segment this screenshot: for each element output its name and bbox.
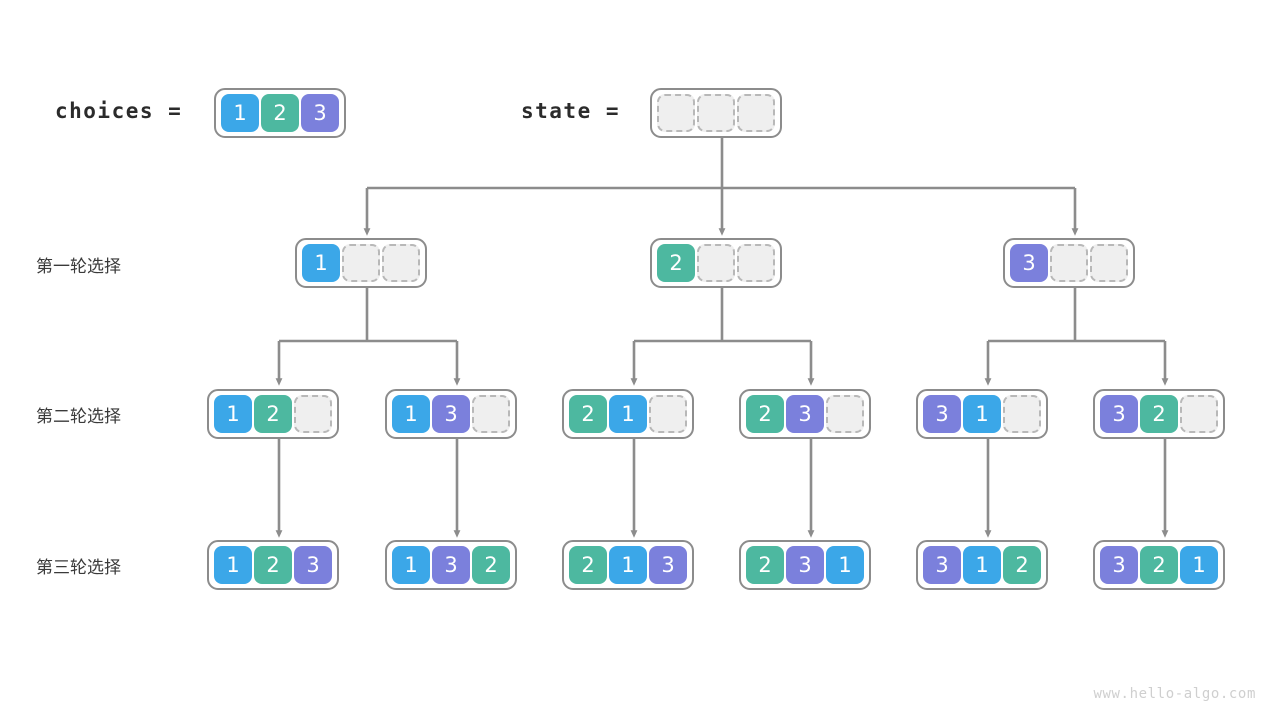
r1n2-cell-2: 2: [657, 244, 695, 282]
r3n6-cell-1: 1: [1180, 546, 1218, 584]
r2n2-cell-empty: [472, 395, 510, 433]
r3n5-cell-3: 3: [923, 546, 961, 584]
r1n3-cell-empty: [1050, 244, 1088, 282]
r1n3-cell-3: 3: [1010, 244, 1048, 282]
r1n1-cell-empty: [342, 244, 380, 282]
r2n2-cell-1: 1: [392, 395, 430, 433]
r2n2-cell-3: 3: [432, 395, 470, 433]
r1n1-cell-empty: [382, 244, 420, 282]
r2n4-cell-2: 2: [746, 395, 784, 433]
r3n5-cell-2: 2: [1003, 546, 1041, 584]
r2n5-cell-empty: [1003, 395, 1041, 433]
r3n2-cell-3: 3: [432, 546, 470, 584]
row-label-round-3: 第三轮选择: [36, 558, 121, 578]
row-label-round-2: 第二轮选择: [36, 407, 121, 427]
r2n3-cell-2: 2: [569, 395, 607, 433]
r3n2-cell-1: 1: [392, 546, 430, 584]
state-cell-empty: [657, 94, 695, 132]
r2n1-cell-2: 2: [254, 395, 292, 433]
r3n6-cell-3: 3: [1100, 546, 1138, 584]
r3n3-cell-2: 2: [569, 546, 607, 584]
r1n3-cell-empty: [1090, 244, 1128, 282]
watermark: www.hello-algo.com: [1093, 686, 1256, 702]
r2n4-cell-3: 3: [786, 395, 824, 433]
choices-cell-3: 3: [301, 94, 339, 132]
r2n5-cell-3: 3: [923, 395, 961, 433]
choices-cell-2: 2: [261, 94, 299, 132]
r2n6-cell-empty: [1180, 395, 1218, 433]
r3n1-cell-1: 1: [214, 546, 252, 584]
r2n3-cell-empty: [649, 395, 687, 433]
r3n6-cell-2: 2: [1140, 546, 1178, 584]
state-node-r1-n3: 3: [1003, 238, 1135, 288]
r3n5-cell-1: 1: [963, 546, 1001, 584]
r3n3-cell-3: 3: [649, 546, 687, 584]
state-array: [650, 88, 782, 138]
r2n5-cell-1: 1: [963, 395, 1001, 433]
r3n1-cell-3: 3: [294, 546, 332, 584]
r1n2-cell-empty: [697, 244, 735, 282]
state-cell-empty: [737, 94, 775, 132]
r1n2-cell-empty: [737, 244, 775, 282]
r2n1-cell-empty: [294, 395, 332, 433]
r2n1-cell-1: 1: [214, 395, 252, 433]
state-node-r1-n1: 1: [295, 238, 427, 288]
r2n6-cell-3: 3: [1100, 395, 1138, 433]
r2n4-cell-empty: [826, 395, 864, 433]
r3n4-cell-2: 2: [746, 546, 784, 584]
state-label: state =: [521, 99, 621, 123]
r3n4-cell-3: 3: [786, 546, 824, 584]
r3n2-cell-2: 2: [472, 546, 510, 584]
row-label-round-1: 第一轮选择: [36, 257, 121, 277]
r2n3-cell-1: 1: [609, 395, 647, 433]
r3n4-cell-1: 1: [826, 546, 864, 584]
r3n1-cell-2: 2: [254, 546, 292, 584]
choices-label: choices =: [55, 99, 183, 123]
state-node-r1-n2: 2: [650, 238, 782, 288]
choices-cell-1: 1: [221, 94, 259, 132]
r3n3-cell-1: 1: [609, 546, 647, 584]
r1n1-cell-1: 1: [302, 244, 340, 282]
state-cell-empty: [697, 94, 735, 132]
r2n6-cell-2: 2: [1140, 395, 1178, 433]
